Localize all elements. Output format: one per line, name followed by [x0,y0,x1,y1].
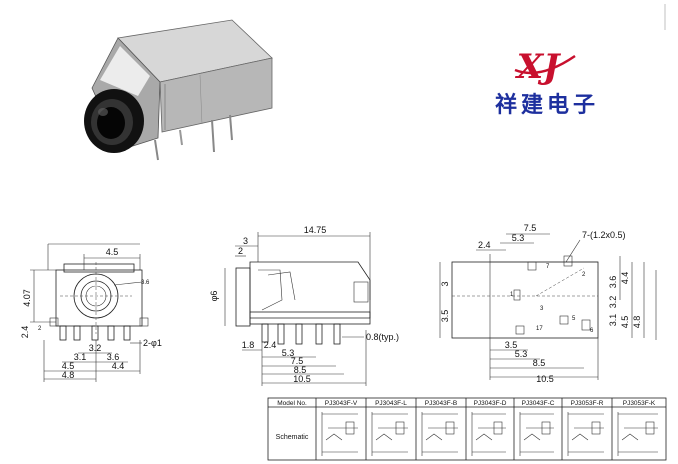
table-model-7: PJ3053F-K [623,400,656,407]
top-dim-5-3: 5.3 [512,233,525,243]
top-dim-7-5: 7.5 [524,223,537,233]
table-model-1: PJ3043F-V [325,400,358,407]
schematic-stroke [395,421,405,435]
top-pin-1: 1 [510,292,514,298]
schematic-stroke [325,433,343,441]
front-dim-4-8: 4.8 [62,370,75,380]
schematic-stroke [541,421,551,435]
top-dim-holes: 7-(1.2x0.5) [582,230,626,240]
side-dim-10-5: 10.5 [293,374,311,384]
front-dim-4-4: 4.4 [112,361,125,371]
schematic-stroke [345,421,355,435]
side-dim-8-5: 8.5 [294,365,307,375]
schematic-cells [321,412,658,456]
top-pin-7: 7 [546,264,550,270]
table-model-4: PJ3043F-D [474,400,507,407]
table-model-3: PJ3043F-B [425,400,458,407]
schematic-stroke [621,433,639,441]
top-dim-4-4: 4.4 [620,272,630,285]
schematic-stroke [445,421,455,435]
top-dim-3: 3 [440,281,450,286]
schematic-stroke [425,433,443,441]
schematic-table: Model No. Schematic PJ3043F-V PJ3043F-L … [267,397,667,461]
top-dim-10-5: 10.5 [536,374,554,384]
table-model-label: Model No. [277,400,307,407]
front-dim-4-5b: 4.5 [62,361,75,371]
front-dim-2-phi-1: 2-φ1 [143,338,162,348]
side-dim-0-8: 0.8(typ.) [366,332,399,342]
top-pin-3: 3 [540,306,544,312]
table-schematic-label: Schematic [276,434,309,441]
schematic-stroke [645,421,655,435]
front-dim-2: 2 [38,326,42,332]
side-dim-1-8: 1.8 [242,340,255,350]
top-dim-4-5: 4.5 [620,316,630,329]
schematic-stroke [375,433,393,441]
top-view: 7.5 5.3 2.4 7-(1.2x0.5) 7 2 1 5 6 17 3 3… [439,223,657,384]
front-dim-4-07: 4.07 [22,289,32,307]
table-model-6: PJ3053F-R [571,400,604,407]
schematic-cell-7 [617,412,658,456]
front-dim-3-6b: 3.6 [107,352,120,362]
schematic-cell-1 [321,412,358,456]
top-dim-8-5: 8.5 [533,358,546,368]
front-dim-3-1: 3.1 [74,352,87,362]
product-photo [84,19,273,161]
schematic-stroke [591,421,601,435]
side-view: 14.75 3 2 φ6 0.8(typ.) 1.8 2.4 5.3 7.5 8… [209,225,399,386]
front-dim-4-5: 4.5 [106,247,119,257]
front-view: 4.5 3.6 4.07 2.4 2 2-φ1 3.2 [20,243,162,382]
top-pin-17: 17 [536,326,543,332]
top-dim-3-6: 3.6 [608,276,618,289]
schematic-stroke [475,433,493,441]
front-dim-phi-3-6: 3.6 [141,280,150,286]
front-dim-2-4: 2.4 [20,326,30,339]
schematic-stroke [571,433,589,441]
top-pin-6: 6 [590,328,594,334]
schematic-cell-6 [567,412,604,456]
schematic-cell-2 [371,412,408,456]
side-dim-3: 3 [243,236,248,246]
schematic-cell-3 [421,412,458,456]
company-logo: XJ 祥建电子 [495,47,599,118]
top-dim-4-8: 4.8 [632,316,642,329]
top-pin-5: 5 [572,316,576,322]
side-dim-phi-6: φ6 [209,291,219,302]
top-dim-2-4: 2.4 [478,240,491,250]
front-dim-3-2: 3.2 [89,343,102,353]
table-model-2: PJ3043F-L [375,400,407,407]
top-dim-3-5: 3.5 [440,310,450,323]
top-dim-3-5b: 3.5 [505,340,518,350]
side-dim-2-4: 2.4 [264,340,277,350]
schematic-stroke [523,433,541,441]
top-dim-3-1: 3.1 [608,314,618,327]
schematic-stroke [493,421,503,435]
side-dim-2: 2 [238,246,243,256]
table-model-5: PJ3043F-C [522,400,555,407]
top-dim-3-2: 3.2 [608,296,618,309]
top-dim-5-3b: 5.3 [515,349,528,359]
top-pin-2: 2 [582,272,586,278]
schematic-cell-5 [519,412,554,456]
company-name: 祥建电子 [495,92,599,118]
side-dim-14-75: 14.75 [304,225,327,235]
side-dim-7-5: 7.5 [291,356,304,366]
schematic-cell-4 [471,412,506,456]
side-dim-5-3: 5.3 [282,348,295,358]
